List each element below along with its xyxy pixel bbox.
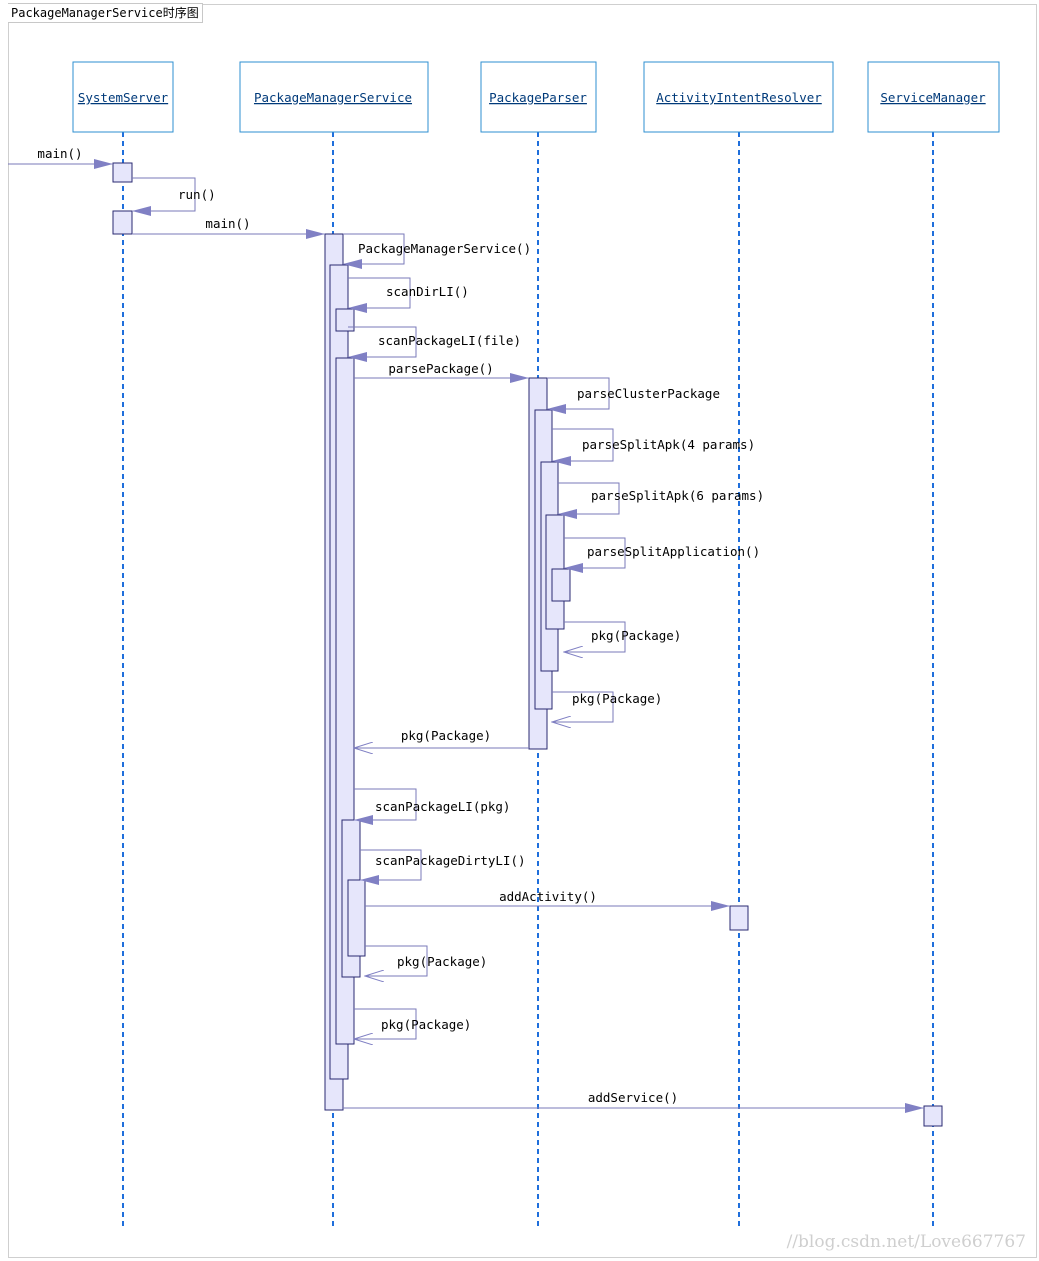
- activation-bar-5: [335, 308, 355, 332]
- message-label-m6: scanPackageLI(file): [378, 333, 521, 348]
- message-m18[interactable]: pkg(Package): [365, 945, 487, 976]
- lifeline-box-pp[interactable]: [480, 61, 597, 133]
- lifeline-sm: ServiceManager: [867, 61, 1000, 1230]
- message-m9[interactable]: parseSplitApk(4 params): [552, 428, 755, 466]
- message-arrow-m19: [354, 1008, 417, 1039]
- watermark: //blog.csdn.net/Love667767: [787, 1232, 1026, 1252]
- message-m17[interactable]: addActivity(): [365, 889, 730, 911]
- activation-bar-14: [729, 905, 749, 931]
- message-label-m16: scanPackageDirtyLI(): [375, 853, 526, 868]
- message-label-m14: pkg(Package): [401, 728, 491, 743]
- message-label-m17: addActivity(): [499, 889, 597, 904]
- message-label-m1: main(): [37, 146, 82, 161]
- lifeline-name-pms: PackageManagerService: [254, 90, 412, 105]
- message-arrow-m2: [132, 177, 196, 216]
- message-label-m4: PackageManagerService(): [358, 241, 531, 256]
- message-arrow-m13: [552, 691, 614, 722]
- message-label-m9: parseSplitApk(4 params): [582, 437, 755, 452]
- message-arrow-m6: [348, 326, 417, 362]
- message-label-m20: addService(): [588, 1090, 678, 1105]
- message-m5[interactable]: scanDirLI(): [348, 277, 469, 313]
- message-m19[interactable]: pkg(Package): [354, 1008, 471, 1039]
- message-label-m7: parsePackage(): [388, 361, 493, 376]
- message-label-m3: main(): [205, 216, 250, 231]
- messages-layer: main() run() main() PackageManagerService()…: [8, 146, 924, 1113]
- message-arrow-m9: [552, 428, 614, 466]
- activation-bar-1: [112, 162, 133, 183]
- lifeline-box-sm[interactable]: [867, 61, 1000, 133]
- message-m4[interactable]: PackageManagerService(): [343, 233, 531, 269]
- activation-bar-11: [551, 568, 571, 602]
- message-arrow-m16: [360, 849, 422, 885]
- message-m13[interactable]: pkg(Package): [552, 691, 662, 722]
- message-m8[interactable]: parseClusterPackage: [547, 377, 720, 414]
- message-m6[interactable]: scanPackageLI(file): [348, 326, 521, 362]
- message-m2[interactable]: run(): [132, 177, 216, 216]
- message-m7[interactable]: parsePackage(): [354, 361, 529, 383]
- message-arrow-m10: [558, 482, 620, 519]
- message-label-m18: pkg(Package): [397, 954, 487, 969]
- lifeline-box-pms[interactable]: [239, 61, 429, 133]
- message-label-m11: parseSplitApplication(): [587, 544, 760, 559]
- lifeline-pp: PackageParser: [480, 61, 597, 1230]
- message-m1[interactable]: main(): [8, 146, 113, 169]
- message-arrow-m11: [564, 537, 626, 573]
- message-arrow-m5: [348, 277, 411, 313]
- message-label-m2: run(): [178, 187, 216, 202]
- lifeline-ss: SystemServer: [72, 61, 174, 1230]
- message-arrow-m18: [365, 945, 428, 976]
- message-label-m19: pkg(Package): [381, 1017, 471, 1032]
- message-arrow-m12: [564, 621, 626, 652]
- lifeline-air: ActivityIntentResolver: [643, 61, 834, 1230]
- message-m16[interactable]: scanPackageDirtyLI(): [360, 849, 526, 885]
- lifeline-box-air[interactable]: [643, 61, 834, 133]
- lifeline-name-sm: ServiceManager: [880, 90, 986, 105]
- message-m11[interactable]: parseSplitApplication(): [564, 537, 760, 573]
- message-label-m13: pkg(Package): [572, 691, 662, 706]
- message-m3[interactable]: main(): [132, 216, 325, 239]
- message-m14[interactable]: pkg(Package): [354, 728, 529, 748]
- activation-bar-2: [112, 210, 133, 235]
- lifeline-box-ss[interactable]: [72, 61, 174, 133]
- message-label-m12: pkg(Package): [591, 628, 681, 643]
- message-arrow-m4: [343, 233, 405, 269]
- message-label-m5: scanDirLI(): [386, 284, 469, 299]
- message-label-m15: scanPackageLI(pkg): [375, 799, 510, 814]
- activations-layer: [112, 162, 943, 1127]
- activation-bar-13: [347, 879, 366, 957]
- message-m20[interactable]: addService(): [343, 1090, 924, 1113]
- diagram-title: PackageManagerService时序图: [8, 3, 203, 23]
- lifeline-name-ss: SystemServer: [78, 90, 169, 105]
- message-m12[interactable]: pkg(Package): [564, 621, 681, 652]
- lifeline-name-pp: PackageParser: [489, 90, 587, 105]
- message-arrow-m15: [354, 788, 417, 825]
- message-label-m8: parseClusterPackage: [577, 386, 720, 401]
- activation-bar-15: [923, 1105, 943, 1127]
- message-label-m10: parseSplitApk(6 params): [591, 488, 764, 503]
- message-m15[interactable]: scanPackageLI(pkg): [354, 788, 510, 825]
- message-m10[interactable]: parseSplitApk(6 params): [558, 482, 764, 519]
- message-arrow-m8: [547, 377, 610, 414]
- diagram-frame: [8, 4, 1037, 1258]
- lifeline-name-air: ActivityIntentResolver: [656, 90, 822, 105]
